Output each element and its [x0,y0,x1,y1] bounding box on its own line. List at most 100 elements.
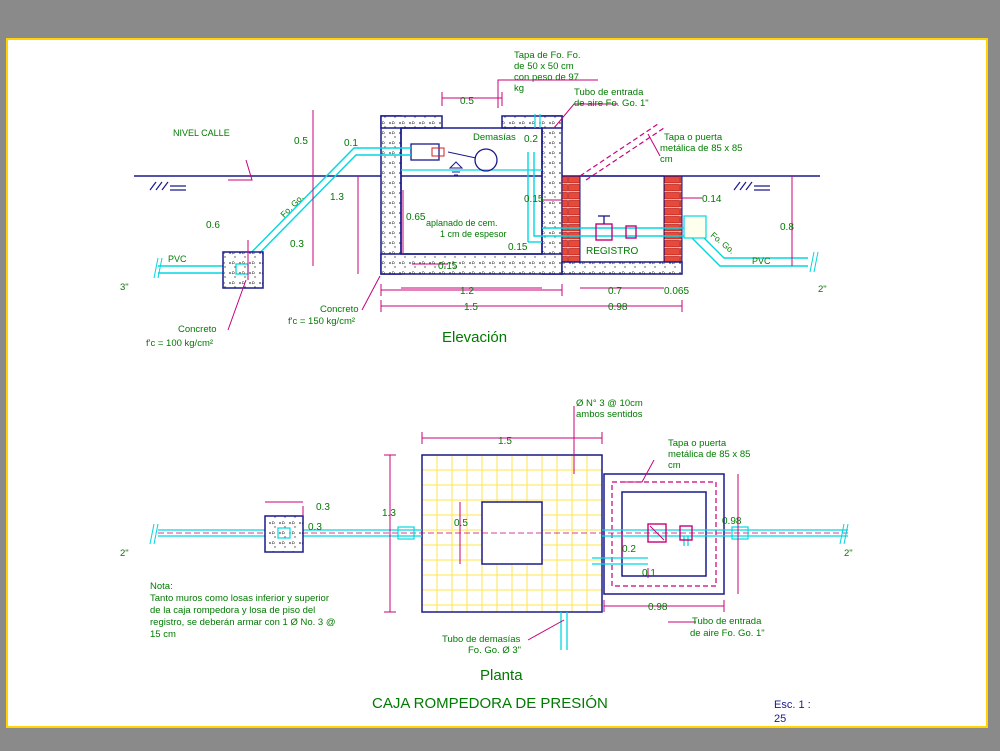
fo-go-right-label: Fo. Go. [709,230,737,256]
rebar-label-2: ambos sentidos [576,409,643,420]
dim-1.2: 1.2 [460,286,474,297]
dim-0.15-c: 0.15 [438,261,458,272]
plan-box-outer [421,454,603,613]
register-floor [561,261,683,275]
note-title: Nota: [150,581,173,592]
overflow-pipe-label-1: Tubo de demasías [442,634,521,645]
overflow-label: Demasías [473,132,516,143]
box-inner [400,127,543,255]
plan-concrete-block [264,515,304,553]
dim-0.5-left: 0.5 [294,136,308,147]
air-inlet-pipe [534,114,541,128]
lid-label-1: Tapa de Fo. Fo. [514,50,581,61]
box-top-slab-right [501,115,563,129]
overflow-pipe-label-2: Fo. Go. Ø 3" [468,645,521,656]
plan-dim-0.98-b: 0.98 [722,516,742,527]
plan-valve [647,523,693,543]
lid-label-4: kg [514,83,524,94]
valve [595,215,637,241]
inlet-pipe [158,147,411,274]
dim-0.8: 0.8 [780,222,794,233]
concrete-1-label: Concreto [178,324,217,335]
plaster-label-2: 1 cm de espesor [440,229,507,239]
door-label-3: cm [660,154,673,165]
lid-label-2: de 50 x 50 cm [514,61,574,72]
ground-hatch-left [149,181,186,191]
plan-dim-0.5: 0.5 [454,518,468,529]
dim-0.6: 0.6 [206,220,220,231]
plan-dim-1.3: 1.3 [382,508,396,519]
dim-0.5-top: 0.5 [460,96,474,107]
plan-door-label-2: metálica de 85 x 85 [668,449,750,460]
plan-pipe-right-size: 2" [844,548,853,559]
concrete-1-strength: f'c = 100 kg/cm² [146,338,213,349]
plaster-label-1: aplanado de cem. [426,218,498,228]
pvc-left-label: PVC [168,254,187,264]
register-lid-open [579,123,659,177]
dim-0.065: 0.065 [664,286,689,297]
note-line-2: de la caja rompedora y losa de piso del [150,605,315,616]
dim-0.1: 0.1 [344,138,358,149]
water-level-symbol [448,161,464,176]
note-line-3: registro, se deberán armar con 1 Ø No. 3… [150,617,335,628]
box-left-wall [380,115,402,275]
plan-door-label-1: Tapa o puerta [668,438,727,449]
dim-1.3: 1.3 [330,192,344,203]
concrete-block-right [683,215,707,239]
plan-view-title: Planta [480,667,523,684]
elevation-dimensions [227,79,793,331]
note-line-4: 15 cm [150,629,176,640]
dim-0.3: 0.3 [290,239,304,250]
register-label: REGISTRO [586,246,638,257]
elevation-view-title: Elevación [442,329,507,346]
float-ball [474,148,498,172]
plan-door-label-3: cm [668,460,681,471]
street-level-label: NIVEL CALLE [173,128,230,138]
concrete-2-label: Concreto [320,304,359,315]
door-label-1: Tapa o puerta [664,132,723,143]
scale-value: 25 [774,713,786,725]
ground-hatch-right [733,181,770,191]
plan-view: Ø N° 3 @ 10cm ambos sentidos Tapa o puer… [120,398,853,725]
rebar-label-1: Ø N° 3 @ 10cm [576,398,643,409]
box-top-slab-left [380,115,443,129]
plan-air-pipe-label-2: de aire Fo. Go. 1" [690,628,765,639]
drawing-sheet: NIVEL CALLE Tapa de Fo. Fo. de 50 x 50 c… [6,38,988,728]
scale-label: Esc. 1 : [774,699,811,711]
plan-dim-1.5: 1.5 [498,436,512,447]
dim-0.15-a: 0.15 [524,194,544,205]
box-bottom-slab [380,253,563,275]
plan-dim-0.2: 0.2 [622,544,636,555]
pipe-left-size: 3" [120,282,129,293]
pvc-right-label: PVC [752,256,771,266]
plan-air-pipe-label-1: Tubo de entrada [692,616,762,627]
float-valve [410,143,440,161]
note-line-1: Tanto muros como losas inferior y superi… [150,593,329,604]
drawing-title: CAJA ROMPEDORA DE PRESIÓN [372,695,608,712]
plan-dim-0.3-a: 0.3 [316,502,330,513]
plan-pipe-left-size: 2" [120,548,129,559]
elevation-view: NIVEL CALLE Tapa de Fo. Fo. de 50 x 50 c… [120,50,827,349]
air-pipe-label-2: de aire Fo. Go. 1" [574,98,649,109]
plan-dim-0.1: 0.1 [642,568,656,579]
dim-1.5: 1.5 [464,302,478,313]
pipe-right-size: 2" [818,284,827,295]
concrete-block-left [222,251,264,289]
door-label-2: metálica de 85 x 85 [660,143,742,154]
dim-0.15-b: 0.15 [508,242,528,253]
concrete-2-strength: f'c = 150 kg/cm² [288,316,355,327]
box-right-wall [541,115,563,275]
fo-go-left-label: Fo. Go. [278,192,305,219]
drawing-canvas: NIVEL CALLE Tapa de Fo. Fo. de 50 x 50 c… [120,50,853,725]
dim-0.65: 0.65 [406,212,426,223]
overflow-pipe [527,152,542,243]
dim-0.14: 0.14 [702,194,722,205]
plan-register-lid [611,481,717,587]
dim-0.98: 0.98 [608,302,628,313]
dim-0.2: 0.2 [524,134,538,145]
register-left-wall [561,175,581,263]
outlet-pipe [542,227,808,267]
dim-0.7: 0.7 [608,286,622,297]
lid-label-3: con peso de 97 [514,72,579,83]
plan-dimensions [265,406,739,641]
